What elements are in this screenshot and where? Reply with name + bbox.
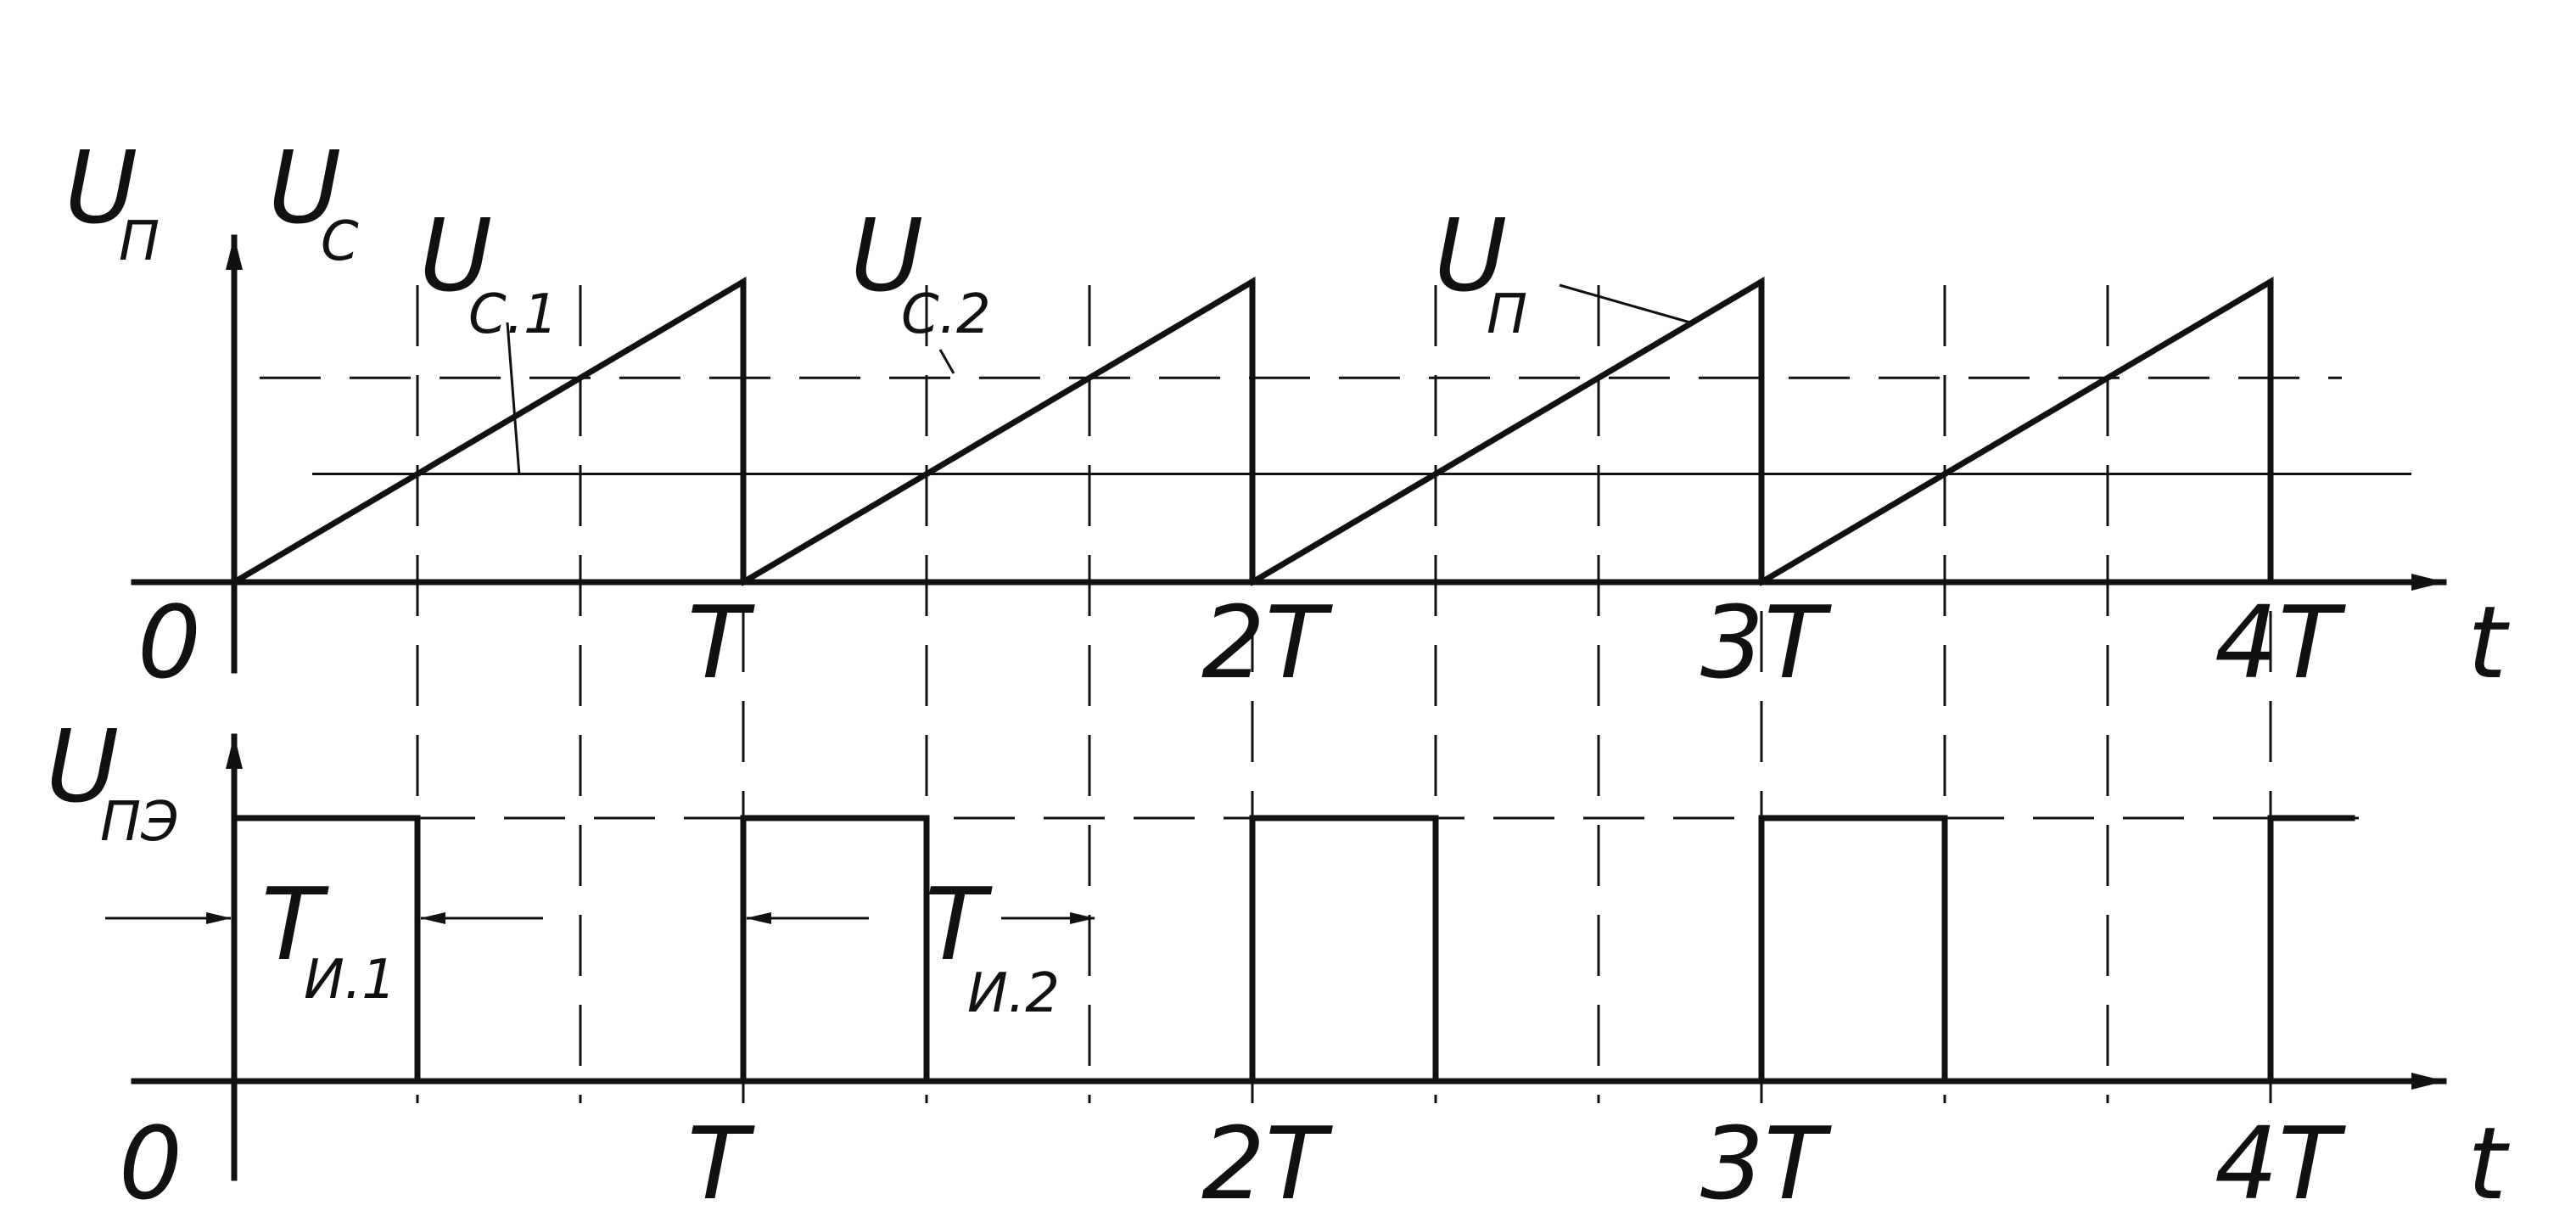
pulse-2-sub: И.2 (967, 962, 1060, 1025)
top-origin-label: 0 (137, 584, 201, 701)
bottom-axis-t-label: t (2467, 1105, 2510, 1222)
leader-uc2 (938, 349, 955, 374)
top-tick-4T: 4T (2215, 584, 2346, 701)
y-label-up: U (64, 129, 137, 246)
y-label-upe-sub: ПЭ (100, 791, 179, 854)
threshold-1-label: U (419, 197, 492, 314)
pulse-2-label: T (925, 866, 993, 983)
bottom-tick-4T: 4T (2215, 1105, 2346, 1222)
y-label-up-sub: П (119, 210, 160, 273)
y-label-uc-sub: С (321, 210, 359, 273)
sawtooth-sub: П (1487, 283, 1527, 346)
pulse-1-label: T (261, 866, 329, 983)
pulse-wave (231, 815, 2355, 1085)
top-tick-3T: 3T (1700, 584, 1832, 701)
bottom-tick-3T: 3T (1700, 1105, 1832, 1222)
pulse-1-sub: И.1 (304, 949, 396, 1012)
bottom-tick-2T: 2T (1201, 1105, 1333, 1222)
axes (131, 234, 2447, 1181)
bottom-tick-T: T (687, 1105, 755, 1222)
top-tick-2T: 2T (1201, 584, 1333, 701)
sawtooth-wave (230, 276, 2274, 586)
leader-uc1 (506, 322, 521, 476)
top-axis-t-label: t (2467, 584, 2510, 701)
threshold-lines (234, 283, 2411, 820)
y-label-uc: U (268, 129, 341, 246)
leader-up (1559, 283, 1691, 324)
threshold-2-label: U (850, 197, 923, 314)
threshold-2-sub: С.2 (901, 283, 991, 346)
threshold-1-sub: С.1 (468, 283, 558, 346)
top-tick-T: T (687, 584, 755, 701)
sawtooth-label: U (1434, 197, 1507, 314)
y-label-upe: U (46, 708, 119, 825)
waveforms (230, 276, 2355, 1085)
bottom-origin-label: 0 (119, 1105, 182, 1222)
